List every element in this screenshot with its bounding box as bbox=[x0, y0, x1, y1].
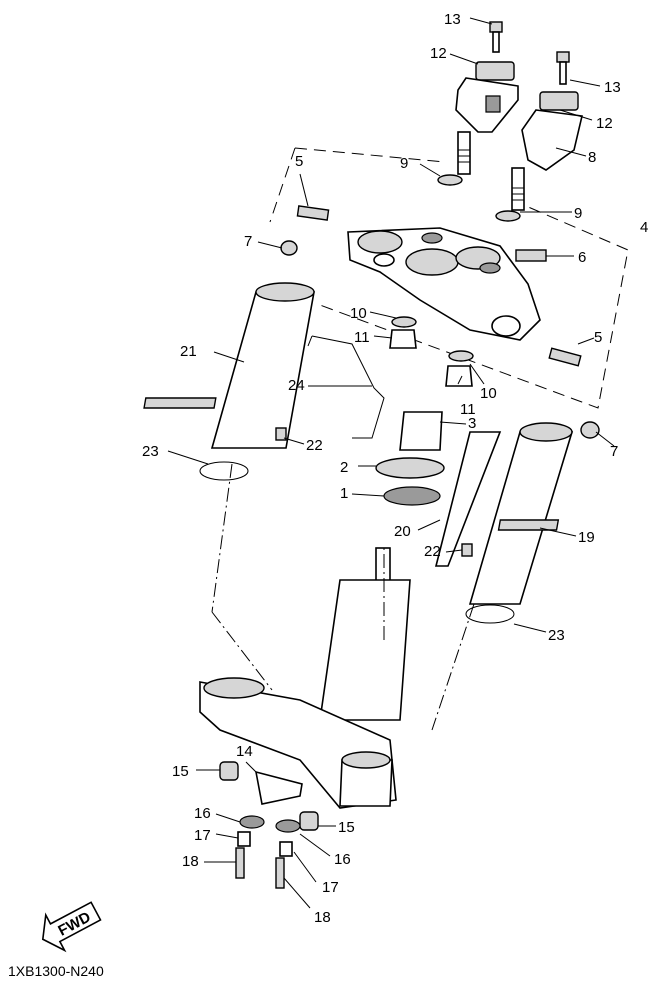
cover-plate-20 bbox=[434, 431, 502, 567]
label-13-right: 13 bbox=[604, 79, 621, 96]
washer-10-right bbox=[448, 350, 474, 362]
bolt-5-upper bbox=[296, 205, 330, 221]
washer-2 bbox=[375, 457, 445, 479]
collar-17-right bbox=[279, 841, 293, 857]
label-15-right: 15 bbox=[338, 819, 355, 836]
bolt-5-lower bbox=[548, 347, 582, 367]
label-18-right: 18 bbox=[314, 909, 331, 926]
label-17-left: 17 bbox=[194, 827, 211, 844]
bolt-6 bbox=[515, 249, 547, 262]
label-23-left: 23 bbox=[142, 443, 159, 460]
collar-15-right bbox=[299, 811, 319, 831]
label-5-upper: 5 bbox=[295, 153, 303, 170]
collar-17-left bbox=[237, 831, 251, 847]
label-7-right: 7 bbox=[610, 443, 618, 460]
label-20: 20 bbox=[394, 523, 411, 540]
bearing-1 bbox=[383, 486, 441, 506]
label-11-right: 11 bbox=[460, 401, 476, 418]
label-9-lower: 9 bbox=[574, 205, 582, 222]
washer-9-lower bbox=[495, 210, 521, 222]
label-21: 21 bbox=[180, 343, 197, 360]
label-11-left: 11 bbox=[354, 329, 370, 346]
label-4: 4 bbox=[640, 219, 648, 236]
label-23-right: 23 bbox=[548, 627, 565, 644]
label-24: 24 bbox=[288, 377, 305, 394]
steering-stem bbox=[199, 547, 411, 809]
label-19: 19 bbox=[578, 529, 595, 546]
label-2: 2 bbox=[340, 459, 348, 476]
collar-15-left bbox=[219, 761, 239, 781]
washer-9-upper bbox=[437, 174, 463, 186]
label-12-right: 12 bbox=[596, 115, 613, 132]
label-9-upper: 9 bbox=[400, 155, 408, 172]
screw-22-right bbox=[461, 543, 473, 557]
label-10-left: 10 bbox=[350, 305, 367, 322]
cable-holder-14 bbox=[254, 770, 303, 805]
bearing-cover-3 bbox=[399, 411, 443, 451]
label-16-right: 16 bbox=[334, 851, 351, 868]
nut-11-right bbox=[445, 365, 473, 387]
damper-16-left bbox=[239, 815, 265, 829]
cap-7-left bbox=[280, 240, 298, 256]
label-7-left: 7 bbox=[244, 233, 252, 250]
damper-16-right bbox=[275, 819, 301, 833]
alignment-lines bbox=[211, 463, 475, 731]
handlebar-right bbox=[511, 91, 583, 211]
diagram-code: 1XB1300-N240 bbox=[8, 963, 104, 979]
label-22-right: 22 bbox=[424, 543, 441, 560]
label-22-left: 22 bbox=[306, 437, 323, 454]
part-labels: 13 12 13 12 8 9 9 4 5 7 6 5 10 11 21 24 … bbox=[142, 11, 648, 926]
assembly-boundary bbox=[269, 147, 629, 409]
nut-11-left bbox=[389, 329, 417, 349]
label-12-left: 12 bbox=[430, 45, 447, 62]
fork-cover-left bbox=[143, 282, 315, 449]
leader-lines bbox=[167, 17, 615, 909]
label-10-right: 10 bbox=[480, 385, 497, 402]
label-3: 3 bbox=[468, 415, 476, 432]
bolt-18-right bbox=[275, 857, 285, 889]
handlebar-left bbox=[455, 61, 519, 175]
label-6: 6 bbox=[578, 249, 586, 266]
upper-bracket bbox=[347, 227, 541, 341]
o-ring-23-right bbox=[465, 604, 515, 624]
label-17-right: 17 bbox=[322, 879, 339, 896]
label-18-left: 18 bbox=[182, 853, 199, 870]
o-ring-23-left bbox=[199, 461, 249, 481]
label-15-left: 15 bbox=[172, 763, 189, 780]
label-5-right: 5 bbox=[594, 329, 602, 346]
label-16-left: 16 bbox=[194, 805, 211, 822]
fwd-arrow-icon: FWD bbox=[41, 901, 102, 953]
cap-7-right bbox=[580, 421, 600, 439]
bolt-18-left bbox=[235, 847, 245, 879]
bracket-24 bbox=[307, 335, 385, 439]
label-14: 14 bbox=[236, 743, 253, 760]
screw-22-left bbox=[275, 427, 287, 441]
fork-cover-right bbox=[468, 422, 574, 605]
label-1: 1 bbox=[340, 485, 348, 502]
washer-10-left bbox=[391, 316, 417, 328]
label-13-top: 13 bbox=[444, 11, 461, 28]
handlebar-bolts bbox=[489, 21, 570, 85]
label-8: 8 bbox=[588, 149, 596, 166]
